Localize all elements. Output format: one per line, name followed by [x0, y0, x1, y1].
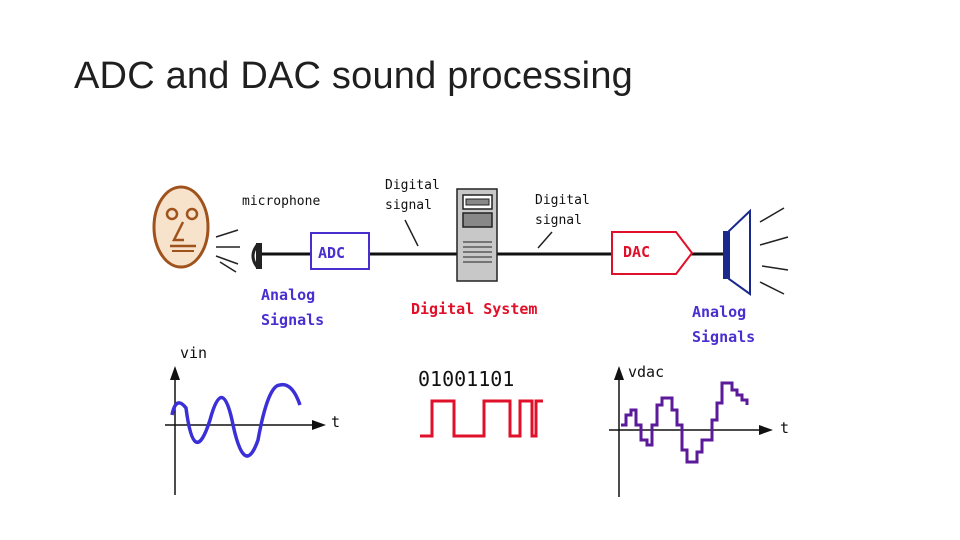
microphone-label: microphone [242, 194, 320, 209]
computer-tower-icon [456, 188, 498, 282]
digital-system-label: Digital System [411, 300, 537, 318]
speaker-waves-icon [759, 207, 789, 295]
slide-title: ADC and DAC sound processing [74, 55, 633, 97]
digital-signal-right-pointer [537, 231, 553, 249]
vin-label: vin [180, 344, 207, 362]
t-label-left: t [331, 413, 340, 431]
adc-box: ADC [310, 232, 370, 270]
t-label-right: t [780, 419, 789, 437]
voice-waves-icon [215, 229, 240, 273]
vdac-plot: vdac t [609, 363, 789, 497]
vdac-waveform [621, 381, 749, 464]
digital-waveform [420, 399, 543, 438]
analog-signals-right-line1: Analog [692, 303, 746, 321]
vdac-x-arrow [759, 425, 773, 435]
speaker-icon [723, 208, 751, 296]
digital-signal-left-line2: signal [385, 198, 432, 213]
digital-signal-left-line1: Digital [385, 178, 440, 193]
digital-signal-right-line2: signal [535, 213, 582, 228]
vdac-label: vdac [628, 363, 664, 381]
dac-label: DAC [623, 243, 650, 261]
analog-signals-left-line1: Analog [261, 286, 315, 304]
analog-signals-right-line2: Signals [692, 328, 755, 346]
digital-signal-left-pointer [404, 219, 419, 247]
microphone-icon [251, 243, 262, 269]
adc-label: ADC [318, 244, 345, 262]
vdac-y-arrow [614, 366, 624, 380]
dac-box: DAC [611, 231, 694, 275]
analog-signals-left-line2: Signals [261, 311, 324, 329]
vin-plot: vin t [165, 344, 340, 495]
vin-waveform [170, 382, 302, 458]
vin-x-arrow [312, 420, 326, 430]
digital-signal-right-line1: Digital [535, 193, 590, 208]
face-icon [152, 185, 210, 269]
binary-sequence: 01001101 [418, 367, 514, 391]
vin-y-arrow [170, 366, 180, 380]
